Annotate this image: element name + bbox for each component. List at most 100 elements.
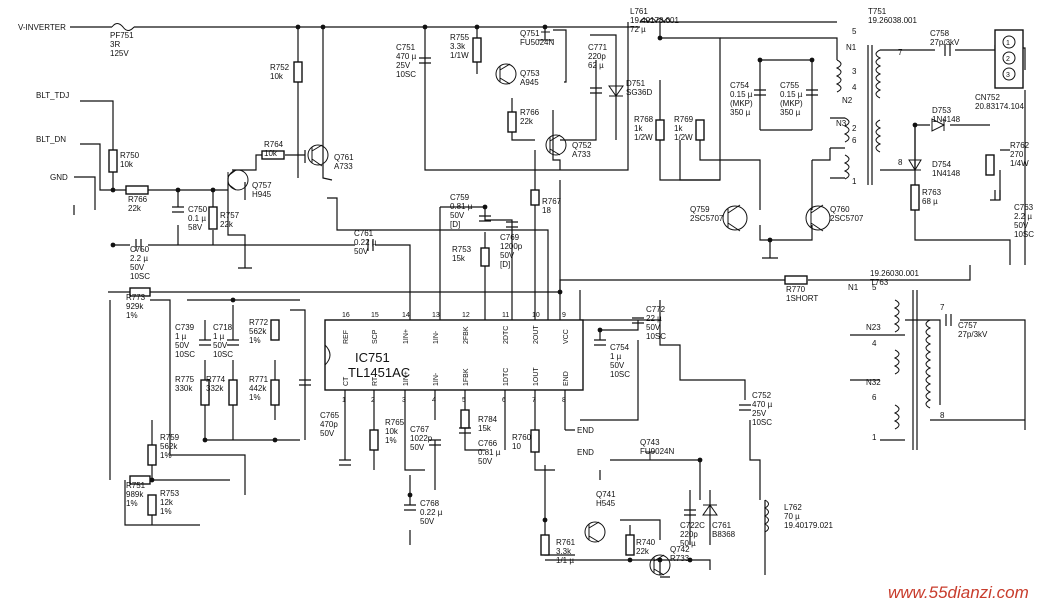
component-label-q760: 2SC5707 — [830, 214, 864, 223]
component-label-r762: R762 — [1010, 141, 1030, 150]
component-label-r762: 270 — [1010, 150, 1024, 159]
component-label-c750: C750 — [188, 205, 208, 214]
component-label-r771: 442k — [249, 384, 267, 393]
capacitor-c752 — [739, 404, 751, 411]
component-label-c772: C772 — [646, 305, 666, 314]
component-label-r767: 18 — [542, 206, 551, 215]
inductor-l762 — [763, 499, 769, 533]
component-label-c759: 0.81 µ — [450, 202, 473, 211]
component-label-c765: C765 — [320, 411, 340, 420]
component-label-r753a: R753 — [452, 245, 472, 254]
component-label-c751: C751 — [396, 43, 416, 52]
component-label-c754b: C754 — [610, 343, 630, 352]
component-label-r766a: R766 — [128, 195, 148, 204]
component-label-r763: R763 — [922, 188, 942, 197]
component-label-c718: 50V — [213, 341, 228, 350]
component-label-d751: SG36D — [626, 88, 652, 97]
component-label-c754a: C754 — [730, 81, 750, 90]
net-vinverter: V-INVERTER — [18, 23, 66, 32]
component-label-c722: C722C — [680, 521, 705, 530]
wires — [70, 21, 1026, 575]
resistor-r753b — [147, 494, 157, 516]
capacitor-c755 — [806, 89, 818, 96]
component-label-c771: 220p — [588, 52, 606, 61]
component-label-r764: 10k — [264, 149, 278, 158]
resistor-r763 — [910, 184, 920, 211]
component-label-c739: 1 µ — [175, 332, 187, 341]
ic-pin-name: 1IN+ — [403, 371, 410, 386]
component-label-t751: T751 — [868, 7, 887, 16]
capacitor-c771 — [590, 87, 602, 94]
component-label-d753: 1N4148 — [932, 115, 961, 124]
component-label-r770: 1SHORT — [786, 294, 818, 303]
component-label-c772: 22 µ — [646, 314, 662, 323]
t751-winding-label-n2: N2 — [842, 96, 853, 105]
component-label-q741: H545 — [596, 499, 616, 508]
component-label-r759: 1% — [160, 451, 172, 460]
t751-winding-label-p2: 2 — [852, 124, 857, 133]
ic-pin-number: 2 — [371, 397, 375, 404]
transistor-q752 — [545, 134, 567, 156]
component-label-q751: Q751 — [520, 29, 540, 38]
ic-ref: IC751 — [355, 350, 390, 365]
capacitor-c772 — [632, 317, 644, 324]
component-label-r753b: 1% — [160, 507, 172, 516]
capacitor-c754b — [594, 339, 606, 346]
component-label-c755: (MKP) — [780, 99, 803, 108]
transistor-q742 — [649, 554, 671, 576]
resistor-r760 — [530, 429, 540, 453]
t751-winding-label-p6: 6 — [852, 136, 857, 145]
component-label-c761: C761 — [354, 229, 374, 238]
fuse-symbol — [111, 23, 135, 31]
resistor-r757 — [208, 206, 218, 230]
ic-pin-number: 13 — [432, 312, 440, 319]
component-label-r773: R773 — [126, 293, 146, 302]
component-label-r771: 1% — [249, 393, 261, 402]
ic-pin-name: 1OUT — [533, 367, 540, 386]
ic-pin-number: 4 — [432, 397, 436, 404]
component-label-t763: T763 — [870, 278, 889, 287]
component-label-r762: 1/4W — [1010, 159, 1029, 168]
component-label-c767: 50V — [410, 443, 425, 452]
component-label-r740: R740 — [636, 538, 656, 547]
component-label-r757: 22k — [220, 220, 234, 229]
component-label-r767: R767 — [542, 197, 562, 206]
component-label-c751: 10SC — [396, 70, 416, 79]
component-label-r768: 1k — [634, 124, 643, 133]
ic-pin-name: 1IN+ — [403, 329, 410, 344]
component-label-c751: 25V — [396, 61, 411, 70]
component-label-d754: D754 — [932, 160, 952, 169]
component-label-c750b: 2.2 µ — [130, 254, 148, 263]
t763-winding-label-n1: N1 — [848, 283, 859, 292]
component-label-c769: [D] — [500, 260, 510, 269]
resistor-r753a — [480, 247, 490, 267]
component-label-q757: H945 — [252, 190, 272, 199]
capacitor-c750a — [172, 206, 184, 213]
component-label-c722: 220p — [680, 530, 698, 539]
component-label-c754b: 1 µ — [610, 352, 622, 361]
component-label-cn752: CN752 — [975, 93, 1000, 102]
transistor-q760 — [805, 204, 831, 232]
component-label-r751: 989k — [126, 490, 144, 499]
component-label-q741: Q741 — [596, 490, 616, 499]
ic-pin-number: 1 — [342, 397, 346, 404]
capacitor-c722c — [684, 509, 696, 516]
component-label-l762: 70 µ — [784, 512, 800, 521]
component-label-r760: R760 — [512, 433, 532, 442]
component-label-cn752: 20.83174.104 — [975, 102, 1024, 111]
component-label-c767: 1022p — [410, 434, 433, 443]
component-label-q757: Q757 — [252, 181, 272, 190]
component-label-r769: 1k — [674, 124, 683, 133]
component-label-q753: A945 — [520, 78, 539, 87]
component-label-q752: A733 — [572, 150, 591, 159]
ic-pin-number: 16 — [342, 312, 350, 319]
component-label-c765: 470p — [320, 420, 338, 429]
component-label-r774: 332k — [206, 384, 224, 393]
ic-pin-name: 1IN- — [433, 372, 440, 386]
ic-pin-name: END — [563, 371, 570, 386]
component-label-q743: Q743 — [640, 438, 660, 447]
resistor-r740 — [625, 534, 635, 556]
resistor-r771 — [270, 379, 280, 406]
